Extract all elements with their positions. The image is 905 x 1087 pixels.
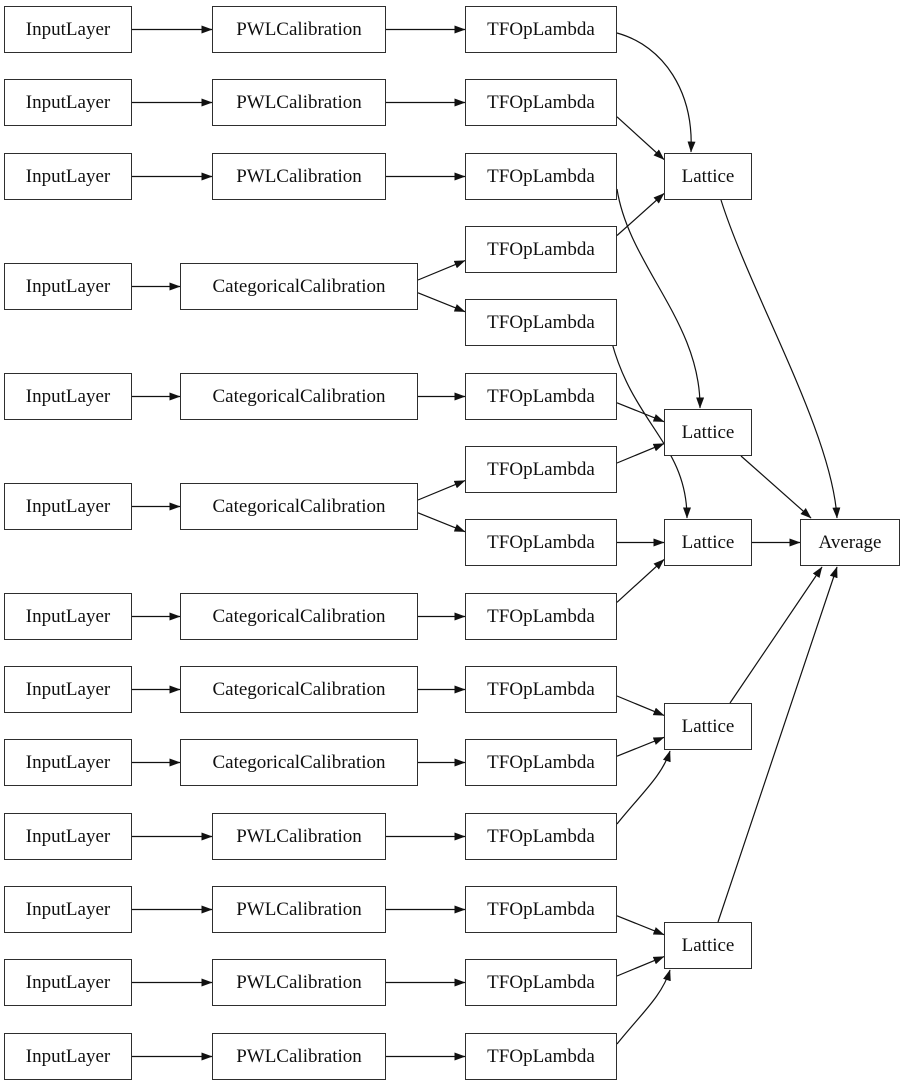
node-input-layer-10: InputLayer xyxy=(4,813,132,860)
node-tfop-lambda-11: TFOpLambda xyxy=(465,739,617,786)
node-pwl-calibration-4: PWLCalibration xyxy=(212,813,386,860)
node-pwl-calibration-7: PWLCalibration xyxy=(212,1033,386,1080)
node-tfop-lambda-6: TFOpLambda xyxy=(465,373,617,420)
node-input-layer-12: InputLayer xyxy=(4,959,132,1006)
node-categorical-calibration-6: CategoricalCalibration xyxy=(180,739,418,786)
node-tfop-lambda-2: TFOpLambda xyxy=(465,79,617,126)
node-pwl-calibration-6: PWLCalibration xyxy=(212,959,386,1006)
node-tfop-lambda-3: TFOpLambda xyxy=(465,153,617,200)
node-lattice-2: Lattice xyxy=(664,409,752,456)
node-input-layer-2: InputLayer xyxy=(4,79,132,126)
node-input-layer-3: InputLayer xyxy=(4,153,132,200)
node-tfop-lambda-13: TFOpLambda xyxy=(465,886,617,933)
node-input-layer-5: InputLayer xyxy=(4,373,132,420)
node-input-layer-11: InputLayer xyxy=(4,886,132,933)
node-input-layer-6: InputLayer xyxy=(4,483,132,530)
node-tfop-lambda-12: TFOpLambda xyxy=(465,813,617,860)
node-lattice-4: Lattice xyxy=(664,703,752,750)
node-categorical-calibration-4: CategoricalCalibration xyxy=(180,593,418,640)
node-input-layer-7: InputLayer xyxy=(4,593,132,640)
node-tfop-lambda-4: TFOpLambda xyxy=(465,226,617,273)
node-pwl-calibration-2: PWLCalibration xyxy=(212,79,386,126)
node-pwl-calibration-3: PWLCalibration xyxy=(212,153,386,200)
node-lattice-3: Lattice xyxy=(664,519,752,566)
node-tfop-lambda-9: TFOpLambda xyxy=(465,593,617,640)
node-categorical-calibration-2: CategoricalCalibration xyxy=(180,373,418,420)
node-categorical-calibration-3: CategoricalCalibration xyxy=(180,483,418,530)
node-tfop-lambda-10: TFOpLambda xyxy=(465,666,617,713)
node-tfop-lambda-8: TFOpLambda xyxy=(465,519,617,566)
node-lattice-1: Lattice xyxy=(664,153,752,200)
node-tfop-lambda-7: TFOpLambda xyxy=(465,446,617,493)
node-input-layer-4: InputLayer xyxy=(4,263,132,310)
node-categorical-calibration-1: CategoricalCalibration xyxy=(180,263,418,310)
node-pwl-calibration-1: PWLCalibration xyxy=(212,6,386,53)
node-input-layer-9: InputLayer xyxy=(4,739,132,786)
node-tfop-lambda-15: TFOpLambda xyxy=(465,1033,617,1080)
node-input-layer-8: InputLayer xyxy=(4,666,132,713)
node-pwl-calibration-5: PWLCalibration xyxy=(212,886,386,933)
node-categorical-calibration-5: CategoricalCalibration xyxy=(180,666,418,713)
node-input-layer-13: InputLayer xyxy=(4,1033,132,1080)
node-tfop-lambda-1: TFOpLambda xyxy=(465,6,617,53)
node-tfop-lambda-5: TFOpLambda xyxy=(465,299,617,346)
node-input-layer-1: InputLayer xyxy=(4,6,132,53)
node-average: Average xyxy=(800,519,900,566)
node-lattice-5: Lattice xyxy=(664,922,752,969)
node-tfop-lambda-14: TFOpLambda xyxy=(465,959,617,1006)
